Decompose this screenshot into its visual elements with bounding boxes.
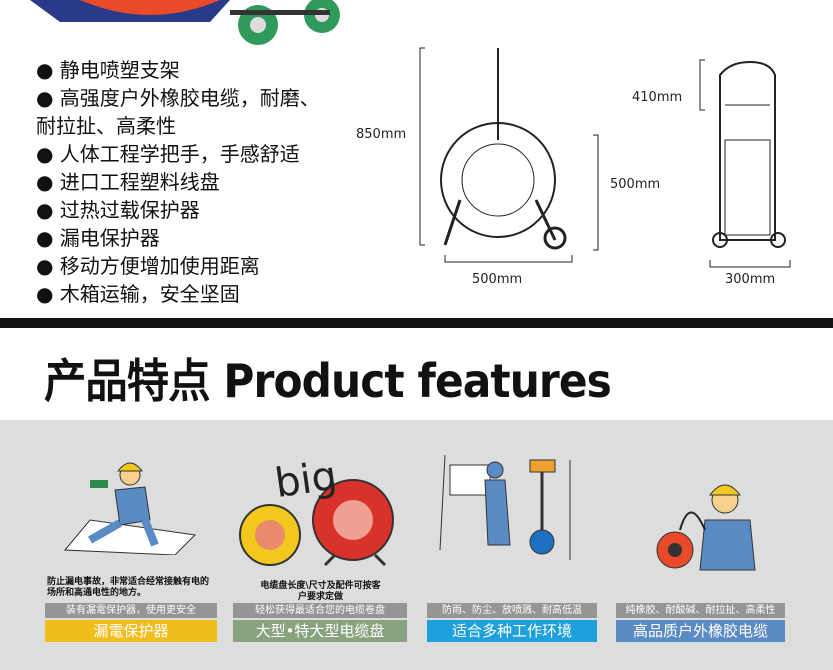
dimension-drawing — [419, 47, 791, 268]
feature-card-cable: 纯橡胶、耐酸碱、耐拉扯、高柔性 高品质户外橡胶电缆 — [616, 603, 785, 642]
feature-item: ● 移动方便增加使用距离 — [36, 254, 260, 278]
card-subtitle: 纯橡胶、耐酸碱、耐拉扯、高柔性 — [616, 603, 785, 618]
cable-reels-illustration — [239, 479, 394, 567]
feature-item: ● 静电喷塑支架 — [36, 58, 180, 82]
dim-depth: 300mm — [725, 272, 776, 287]
rubber-cable-illustration — [656, 484, 756, 571]
feature-card-size: 轻松获得最适合您的电缆卷盘 大型•特大型电缆盘 — [233, 603, 407, 642]
card-title: 适合多种工作环境 — [427, 620, 597, 642]
feature-card-environment: 防雨、防尘、放喷溅、耐高低温 适合多种工作环境 — [427, 603, 597, 642]
outdoor-work-illustration — [439, 454, 571, 560]
card-title: 大型•特大型电缆盘 — [233, 620, 407, 642]
card-title: 高品质户外橡胶电缆 — [616, 620, 785, 642]
product-image-fragment — [30, 0, 340, 45]
feature-item: ● 高强度户外橡胶电缆，耐磨、 — [36, 86, 320, 110]
feature-item: ● 木箱运输，安全坚固 — [36, 282, 240, 306]
divider — [0, 318, 833, 328]
electrician-illustration — [63, 462, 197, 555]
card-note: 防止漏电事故，非常适合经常接触有电的场所和高通电性的地方。 — [47, 577, 210, 598]
feature-item: ● 漏电保护器 — [36, 226, 160, 250]
dim-reel: 500mm — [610, 177, 661, 192]
section-title: 产品特点 Product features — [44, 354, 612, 408]
feature-item: ● 人体工程学把手，手感舒适 — [36, 142, 300, 166]
feature-item: ● 进口工程塑料线盘 — [36, 170, 220, 194]
card-subtitle: 防雨、防尘、放喷溅、耐高低温 — [427, 603, 597, 618]
dim-height: 850mm — [356, 127, 407, 142]
card-subtitle: 装有漏電保护器，使用更安全 — [45, 603, 217, 618]
dim-handle: 410mm — [632, 90, 683, 105]
feature-list: ● 静电喷塑支架 ● 高强度户外橡胶电缆，耐磨、 耐拉扯、高柔性 ● 人体工程学… — [36, 56, 320, 308]
big-label: big — [272, 452, 340, 508]
card-note: 电缆盘长度\尺寸及配件可按客户要求定做 — [260, 581, 381, 602]
feature-item: 耐拉扯、高柔性 — [36, 114, 176, 138]
card-subtitle: 轻松获得最适合您的电缆卷盘 — [233, 603, 407, 618]
card-title: 漏電保护器 — [45, 620, 217, 642]
dim-width: 500mm — [472, 272, 523, 287]
feature-item: ● 过热过载保护器 — [36, 198, 200, 222]
feature-card-leakage: 装有漏電保护器，使用更安全 漏電保护器 — [45, 603, 217, 642]
